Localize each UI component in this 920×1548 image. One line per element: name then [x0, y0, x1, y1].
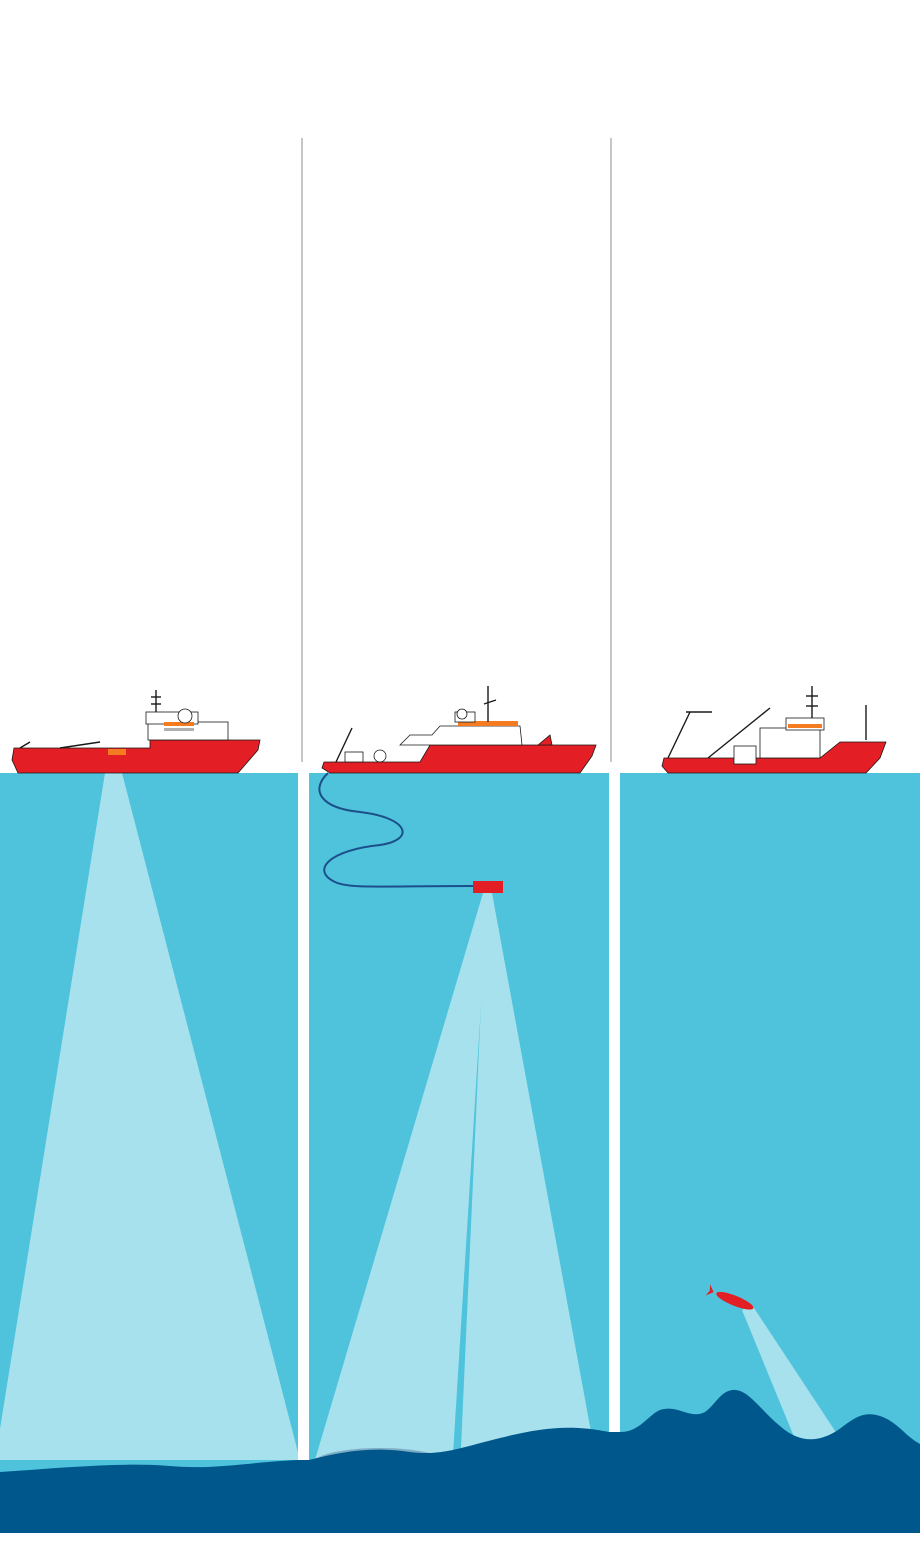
tow-cable [318, 772, 475, 888]
survey-ship-1 [11, 690, 261, 774]
survey-ship-2 [321, 686, 597, 774]
towed-sonar-icon [473, 881, 503, 893]
auv-icon [705, 1284, 754, 1310]
sonar-beam-hull [0, 773, 298, 1460]
survey-ship-3 [661, 686, 887, 774]
sonar-beam-towed-right [460, 893, 598, 1470]
sonar-beam-towed-left [312, 893, 488, 1470]
seabed [0, 1389, 920, 1533]
sonar-beam-auv [742, 1305, 845, 1466]
water-column-3 [620, 773, 920, 1493]
